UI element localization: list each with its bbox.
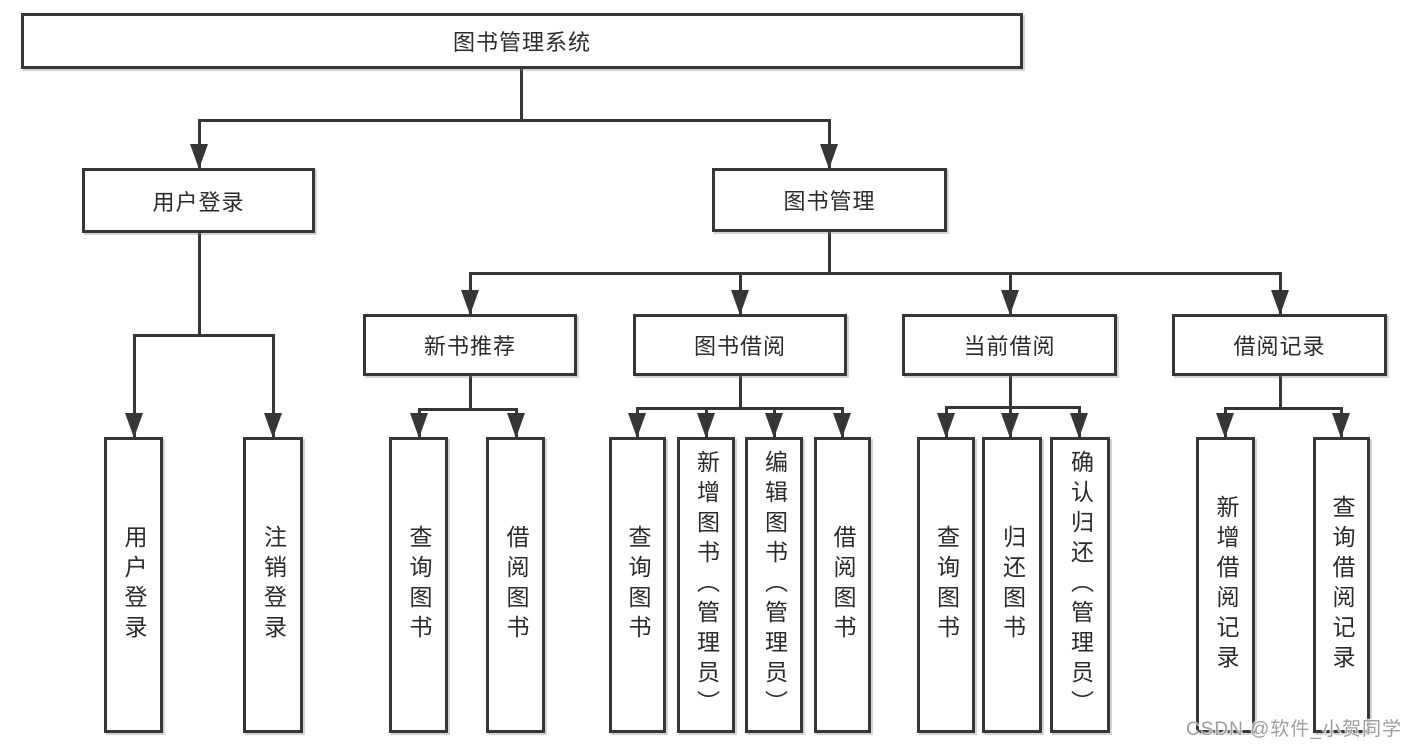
leaf-add-borrow-record: 新增借阅记录 <box>1196 437 1255 733</box>
connector-line <box>469 374 472 411</box>
leaf-confirm-return-admin: 确认归还（管理员） <box>1050 437 1110 733</box>
connector-line <box>272 334 275 437</box>
connector-line <box>198 119 201 168</box>
connector-line <box>198 231 201 337</box>
leaf-add-books-admin-label: 新增图书（管理员） <box>693 450 720 720</box>
connector-line <box>133 334 275 337</box>
arrow-down-icon <box>937 413 955 438</box>
leaf-query-borrow-record-label: 查询借阅记录 <box>1329 495 1355 675</box>
connector-line <box>520 67 523 122</box>
connector-line <box>739 374 742 410</box>
connector-line <box>1279 374 1282 410</box>
connector-line <box>1009 374 1012 409</box>
node-borrow-records-label: 借阅记录 <box>1233 334 1326 359</box>
leaf-borrow-books-recommend-label: 借阅图书 <box>503 525 529 645</box>
leaf-query-borrow-record: 查询借阅记录 <box>1313 437 1370 733</box>
arrow-down-icon <box>833 413 851 438</box>
arrow-down-icon <box>507 413 525 438</box>
arrow-down-icon <box>1332 413 1350 438</box>
leaf-query-books-borrowing-label: 查询图书 <box>625 525 651 645</box>
node-current-borrowing-label: 当前借阅 <box>963 334 1056 359</box>
arrow-down-icon <box>461 290 479 315</box>
arrow-down-icon <box>731 290 749 315</box>
leaf-user-login: 用户登录 <box>104 437 163 733</box>
leaf-return-books: 归还图书 <box>982 437 1042 733</box>
arrow-down-icon <box>264 413 282 438</box>
leaf-query-books-current: 查询图书 <box>917 437 975 733</box>
node-book-borrowing: 图书借阅 <box>633 314 847 376</box>
node-borrow-records: 借阅记录 <box>1172 314 1387 376</box>
arrow-down-icon <box>1001 290 1019 315</box>
leaf-query-books-recommend: 查询图书 <box>389 437 448 733</box>
leaf-query-books-current-label: 查询图书 <box>933 525 960 645</box>
leaf-user-login-label: 用户登录 <box>121 525 147 645</box>
connector-line <box>945 406 1081 409</box>
arrow-down-icon <box>1271 290 1289 315</box>
node-book-management: 图书管理 <box>712 168 947 232</box>
leaf-add-books-admin: 新增图书（管理员） <box>677 437 735 733</box>
leaf-query-books-borrowing: 查询图书 <box>609 437 666 733</box>
leaf-return-books-label: 归还图书 <box>999 525 1026 645</box>
node-root: 图书管理系统 <box>21 13 1023 69</box>
arrow-down-icon <box>628 413 646 438</box>
arrow-down-icon <box>697 413 715 438</box>
leaf-borrow-books-recommend: 借阅图书 <box>486 437 545 733</box>
arrow-down-icon <box>1001 413 1019 438</box>
leaf-query-books-recommend-label: 查询图书 <box>406 525 432 645</box>
leaf-borrow-books-borrowing-label: 借阅图书 <box>830 525 856 645</box>
connector-line <box>418 408 518 411</box>
node-user-login-label: 用户登录 <box>152 189 245 215</box>
leaf-borrow-books-borrowing: 借阅图书 <box>814 437 871 733</box>
arrow-down-icon <box>190 144 208 169</box>
arrow-down-icon <box>1070 413 1088 438</box>
node-new-book-recommend-label: 新书推荐 <box>423 334 516 359</box>
leaf-edit-books-admin: 编辑图书（管理员） <box>745 437 803 733</box>
leaf-logout-label: 注销登录 <box>260 525 287 645</box>
node-new-book-recommend: 新书推荐 <box>363 314 577 376</box>
leaf-add-borrow-record-label: 新增借阅记录 <box>1213 495 1239 675</box>
watermark: CSDN @软件_小贺同学 <box>1186 719 1402 740</box>
node-root-label: 图书管理系统 <box>452 30 591 55</box>
node-book-management-label: 图书管理 <box>783 189 876 214</box>
connector-line <box>636 407 844 410</box>
connector-line <box>1224 407 1343 410</box>
arrow-down-icon <box>820 144 838 169</box>
connector-line <box>828 119 831 168</box>
node-user-login: 用户登录 <box>82 168 315 233</box>
leaf-edit-books-admin-label: 编辑图书（管理员） <box>761 450 788 720</box>
leaf-confirm-return-admin-label: 确认归还（管理员） <box>1067 450 1094 720</box>
arrow-down-icon <box>1216 413 1234 438</box>
arrow-down-icon <box>765 413 783 438</box>
connector-line <box>828 230 831 275</box>
connector-line <box>133 334 136 437</box>
arrow-down-icon <box>410 413 428 438</box>
node-current-borrowing: 当前借阅 <box>902 314 1117 376</box>
node-book-borrowing-label: 图书借阅 <box>693 334 786 359</box>
leaf-logout: 注销登录 <box>243 437 303 733</box>
arrow-down-icon <box>125 413 143 438</box>
connector-line <box>198 119 831 122</box>
connector-line <box>469 272 1282 275</box>
